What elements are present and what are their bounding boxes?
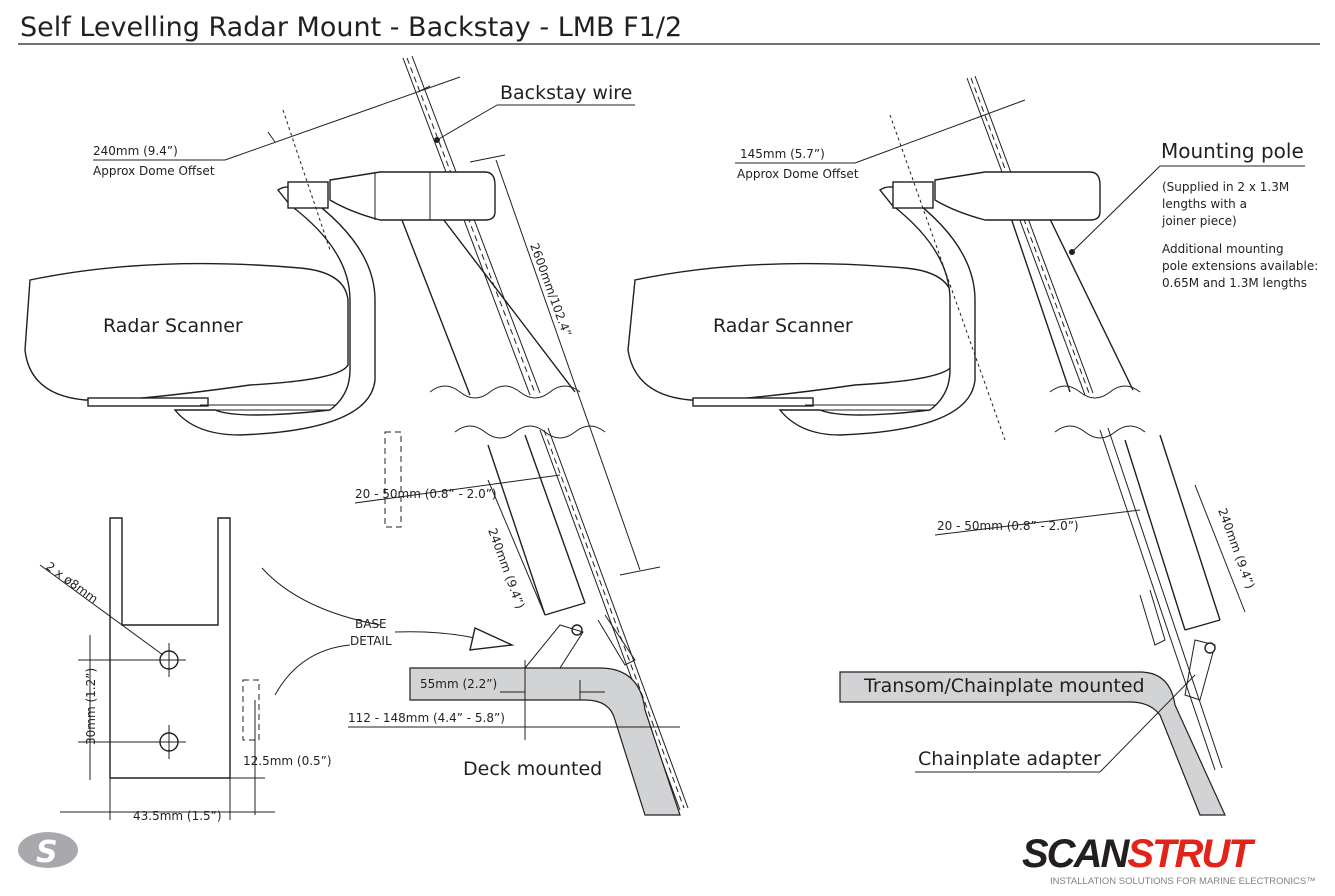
right-assembly: Transom/Chainplate mounted 145mm (5.7”) … — [627, 75, 1318, 816]
holes-dim: 2 x ø8mm — [43, 559, 100, 606]
base-detail-label-2: DETAIL — [350, 634, 392, 648]
left-scanner-label: Radar Scanner — [103, 315, 243, 337]
s-logo: S — [18, 832, 78, 870]
right-radar-scanner — [627, 262, 954, 401]
deck-mounted-label: Deck mounted — [463, 758, 602, 780]
brand-tagline: INSTALLATION SOLUTIONS FOR MARINE ELECTR… — [1050, 876, 1316, 887]
transom-label: Transom/Chainplate mounted — [863, 675, 1145, 697]
mount-offset-dim: 55mm (2.2”) — [420, 677, 497, 691]
arrow-icon — [469, 627, 515, 651]
base-detail-label-1: BASE — [355, 617, 387, 631]
scanstrut-logo: SCANSTRUT INSTALLATION SOLUTIONS FOR MAR… — [1022, 832, 1316, 887]
extension-note-1: Additional mounting — [1162, 242, 1284, 256]
right-scanner-label: Radar Scanner — [713, 315, 853, 337]
pole-note-3: joiner piece) — [1161, 214, 1237, 228]
logo-part1: SCAN — [1022, 832, 1130, 876]
base-detail: 2 x ø8mm 30mm (1.2”) 12.5mm (0.5”) 43.5m… — [39, 517, 332, 823]
transom-section — [839, 671, 1226, 816]
chainplate-adapter-label: Chainplate adapter — [918, 748, 1101, 770]
left-gap-dim: 20 - 50mm (0.8” - 2.0”) — [355, 487, 497, 501]
right-offset-dim: 145mm (5.7”) — [740, 147, 825, 161]
logo-part2: STRUT — [1127, 832, 1256, 876]
left-offset-label: Approx Dome Offset — [93, 164, 215, 178]
edge-offset-dim: 12.5mm (0.5”) — [243, 754, 332, 768]
radar-mount-arm — [329, 171, 496, 221]
extension-note-3: 0.65M and 1.3M lengths — [1162, 276, 1307, 290]
length-dim: 2600mm/102.4” — [527, 241, 574, 338]
deck-section — [409, 667, 681, 816]
page-title: Self Levelling Radar Mount - Backstay - … — [20, 12, 682, 43]
extension-note-2: pole extensions available: — [1162, 259, 1318, 273]
width-dim: 43.5mm (1.5”) — [133, 809, 222, 823]
pole-note-1: (Supplied in 2 x 1.3M — [1162, 180, 1289, 194]
radar-scanner — [24, 262, 349, 401]
hole-spacing-dim: 30mm (1.2”) — [84, 668, 98, 745]
deck-range-dim: 112 - 148mm (4.4” - 5.8”) — [348, 711, 505, 725]
right-base-len-dim: 240mm (9.4”) — [1215, 506, 1257, 590]
pole-note-2: lengths with a — [1162, 197, 1247, 211]
mounting-pole-label: Mounting pole — [1161, 139, 1304, 163]
svg-text:SCANSTRUT: SCANSTRUT — [1022, 832, 1256, 876]
backstay-wire-label: Backstay wire — [500, 82, 632, 104]
left-base-len-dim: 240mm (9.4”) — [485, 526, 527, 610]
left-assembly: 240mm (9.4”) Approx Dome Offset Backstay… — [24, 55, 689, 816]
svg-text:S: S — [36, 835, 58, 870]
backstay-wire — [402, 55, 541, 396]
left-offset-dim: 240mm (9.4”) — [93, 144, 178, 158]
right-offset-label: Approx Dome Offset — [737, 167, 859, 181]
right-gap-dim: 20 - 50mm (0.8” - 2.0”) — [937, 519, 1079, 533]
